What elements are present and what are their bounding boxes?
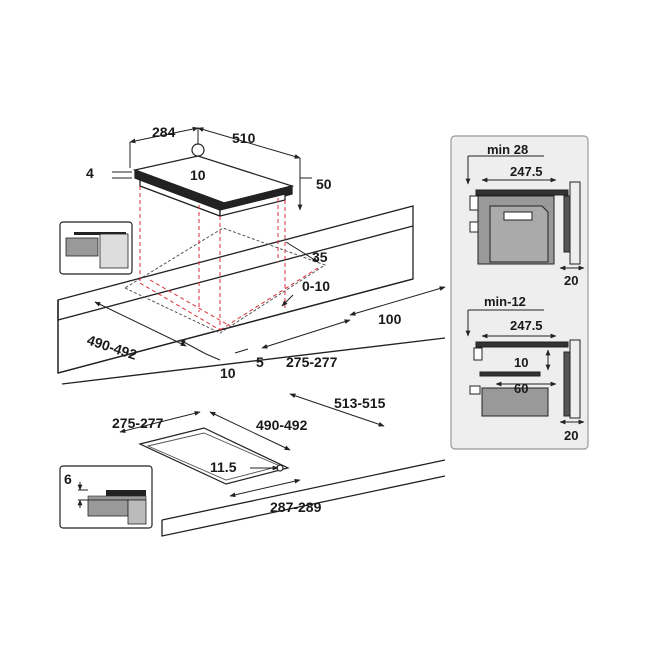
projection-lines (139, 186, 319, 331)
label-cutout-width: 275-277 (286, 354, 338, 370)
label-bottom-dim: 247.5 (510, 318, 543, 333)
label-rear-offset: 0-10 (302, 278, 330, 294)
label-side-gap: 5 (256, 354, 264, 370)
label-bottom-wall: 20 (564, 428, 578, 443)
label-rear-gap: 35 (312, 249, 328, 265)
label-flush-cutout-depth: 490-492 (256, 417, 308, 433)
side-section-bottom (465, 309, 585, 425)
label-box-height: 50 (316, 176, 332, 192)
label-rebate-depth: 6 (64, 471, 72, 487)
label-hob-width: 284 (152, 124, 176, 140)
label-bottom-gap: 10 (514, 355, 528, 370)
flush-cutout (138, 427, 290, 485)
label-front-gap: 10 (220, 365, 236, 381)
hob-unit (132, 143, 295, 217)
label-bottom-shelf: 60 (514, 381, 528, 396)
side-section-top (465, 155, 585, 271)
label-flush-cutout-width: 275-277 (112, 415, 164, 431)
label-top-dim: 247.5 (510, 164, 543, 179)
flush-inset-box (59, 465, 153, 529)
label-corner-radius: 10 (190, 167, 206, 183)
section-inset-box (59, 221, 133, 275)
countertop-flush (61, 337, 446, 537)
label-bottom-min: min-12 (484, 294, 526, 309)
label-hob-depth: 510 (232, 130, 256, 146)
label-top-wall: 20 (564, 273, 578, 288)
cutout-outline (123, 227, 327, 334)
flush-dim-lines (119, 393, 385, 498)
label-flush-radius: 11.5 (210, 459, 237, 475)
label-glass-thickness: 4 (86, 165, 94, 181)
label-flush-outer-depth: 513-515 (334, 395, 386, 411)
label-top-min: min 28 (487, 142, 528, 157)
label-wall-distance: 100 (378, 311, 402, 327)
label-flush-outer-width: 287-289 (270, 499, 322, 515)
main-dim-lines (94, 126, 446, 361)
